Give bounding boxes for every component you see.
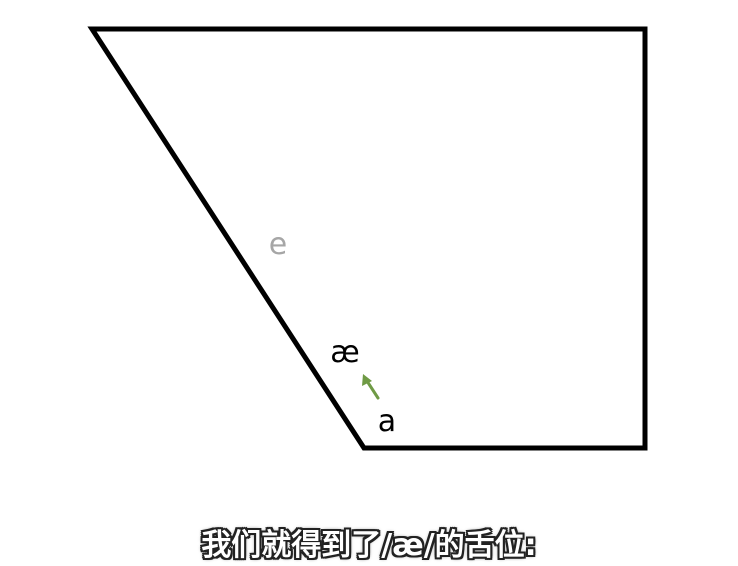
vowel-ae-label: æ (330, 335, 359, 370)
vowel-trapezoid (87, 26, 648, 451)
subtitle-caption: 我们就得到了/æ/的舌位: (201, 528, 537, 563)
vowel-e-label: e (269, 227, 287, 262)
arrow-icon (362, 374, 380, 400)
vowel-a-label: a (378, 404, 396, 439)
